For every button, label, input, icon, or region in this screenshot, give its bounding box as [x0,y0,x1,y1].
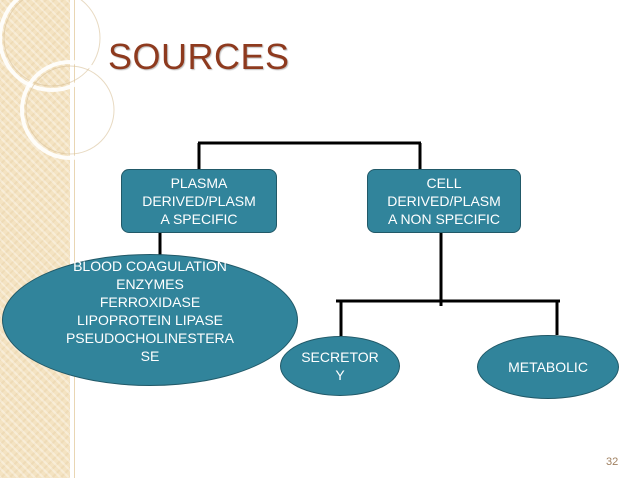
plasma-line-1: PLASMA [170,175,228,191]
secretory-node: SECRETOR Y [280,336,400,396]
blood-line-4: LIPOPROTEIN LIPASE [76,312,223,328]
cell-line-1: CELL [426,175,462,191]
plasma-line-2: DERIVED/PLASM [142,193,256,209]
blood-enzymes-node: BLOOD COAGULATION ENZYMES FERROXIDASE LI… [2,254,298,386]
blood-line-1: BLOOD COAGULATION [73,258,227,274]
blood-line-2: ENZYMES [116,276,184,292]
secretory-line-2: Y [335,367,345,383]
secretory-line-1: SECRETOR [301,349,379,365]
page-number: 32 [606,456,619,468]
plasma-line-3: A SPECIFIC [160,211,238,227]
slide-title: SOURCES [108,36,290,77]
cell-line-3: A NON SPECIFIC [387,211,501,227]
decorative-rings [0,0,120,160]
blood-line-3: FERROXIDASE [99,294,201,310]
metabolic-node: METABOLIC [477,335,619,399]
cell-derived-node: CELL DERIVED/PLASM A NON SPECIFIC [367,169,521,233]
band-edge [70,0,74,478]
blood-line-5: PSEUDOCHOLINESTERA [65,330,235,346]
band-edge-line [74,0,75,478]
plasma-derived-node: PLASMA DERIVED/PLASM A SPECIFIC [121,169,277,233]
metabolic-line-1: METABOLIC [508,359,588,375]
blood-line-6: SE [140,348,160,364]
cell-line-2: DERIVED/PLASM [387,193,501,209]
